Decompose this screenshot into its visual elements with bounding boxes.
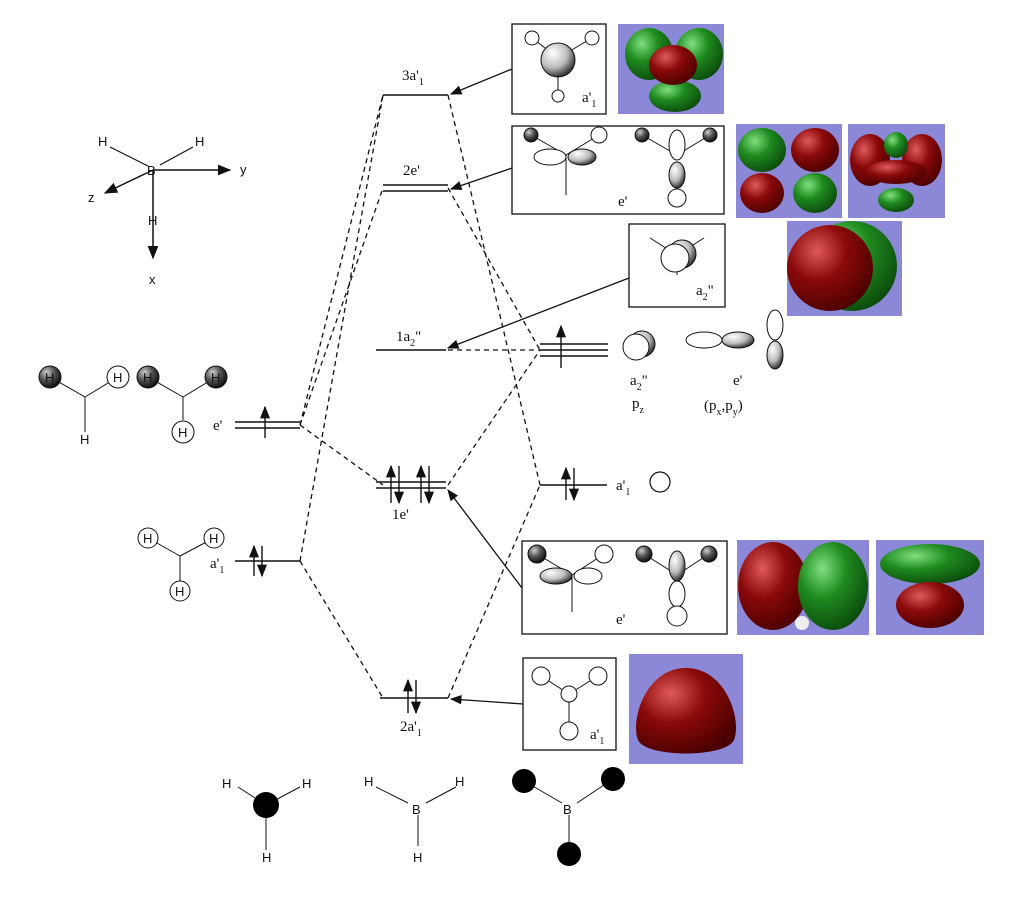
mo-level-2a1: 2a'1 xyxy=(380,678,448,739)
left-a1-label: a'1 xyxy=(210,556,224,576)
h-label: H xyxy=(143,531,152,546)
h-label: H xyxy=(80,432,89,447)
h-label: H xyxy=(211,370,220,385)
axis-boron-label: B xyxy=(147,163,156,178)
bh3-skeleton: B H H H xyxy=(364,774,464,865)
coordinate-axes: B H H H y z x xyxy=(88,134,247,287)
mo-1e-label: 1e' xyxy=(392,507,409,523)
mo-level-1a2: 1a2" xyxy=(376,329,446,351)
render-2a1 xyxy=(629,654,743,764)
mo-level-1e: 1e' xyxy=(376,464,446,523)
box-3a1-sketch: a'1 xyxy=(511,23,607,115)
box4-label: e' xyxy=(616,612,626,628)
box-1e-sketch: e' xyxy=(521,540,728,635)
render-3a1 xyxy=(618,24,724,114)
mo-level-3a1: 3a'1 xyxy=(383,68,448,96)
boron-2s-level: a'1 xyxy=(540,466,671,502)
bh3-filled-boron: H H H xyxy=(222,776,311,865)
px-orbital-icon xyxy=(685,331,755,349)
h-label: H xyxy=(113,370,122,385)
left-e-prime-label: e' xyxy=(213,418,223,434)
render-1e-b xyxy=(876,540,984,635)
h-label: H xyxy=(413,850,422,865)
h-label: H xyxy=(209,531,218,546)
h-label: H xyxy=(222,776,231,791)
s-orbital-icon xyxy=(649,471,671,493)
h-label: H xyxy=(143,370,152,385)
render-1e-a xyxy=(737,540,869,635)
mo-level-2e: 2e' xyxy=(383,163,448,192)
h3-e-prime-sketch-2: H H H xyxy=(136,365,228,444)
boron-2p-level xyxy=(540,324,608,368)
h-label: H xyxy=(262,850,271,865)
boron-2s-label: a'1 xyxy=(616,478,630,498)
b-label: B xyxy=(412,802,421,817)
b-label: B xyxy=(563,802,572,817)
box-2a1-sketch: a'1 xyxy=(522,657,617,751)
render-2e-a xyxy=(736,124,842,218)
pz-label: pz xyxy=(632,396,645,416)
axis-h1-label: H xyxy=(98,134,107,149)
correlation-lines xyxy=(299,94,541,699)
a2-symmetry-label: a2" xyxy=(630,373,648,393)
pz-orbital-icon xyxy=(622,330,656,361)
axis-h2-label: H xyxy=(195,134,204,149)
h-label: H xyxy=(175,584,184,599)
h3-a1-sketch: H H H xyxy=(137,527,225,602)
e-symmetry-label: e' xyxy=(733,373,743,389)
py-orbital-icon xyxy=(766,309,784,370)
pointer-arrows xyxy=(446,68,630,705)
h-label: H xyxy=(302,776,311,791)
box5-label: a'1 xyxy=(590,727,604,747)
axis-x-label: x xyxy=(149,272,156,287)
pxpy-label: (px,py) xyxy=(704,398,743,418)
h-label: H xyxy=(455,774,464,789)
mo-1a2-label: 1a2" xyxy=(396,329,421,349)
mo-2e-label: 2e' xyxy=(403,163,420,179)
box2-label: e' xyxy=(618,194,628,210)
box3-label: a2" xyxy=(696,283,714,303)
box-2e-sketch: e' xyxy=(511,125,725,215)
mo-2a1-label: 2a'1 xyxy=(400,719,422,739)
h3-e-prime-sketch-1: H H H xyxy=(38,365,130,447)
h-label: H xyxy=(178,425,187,440)
mo-3a1-label: 3a'1 xyxy=(402,68,424,88)
axis-z-label: z xyxy=(88,190,95,205)
axis-h3-label: H xyxy=(148,213,157,228)
left-e-prime-level: e' xyxy=(213,405,300,438)
h-label: H xyxy=(364,774,373,789)
left-a1-level: a'1 xyxy=(210,544,300,578)
render-2e-b xyxy=(848,124,945,218)
render-a2 xyxy=(787,221,902,316)
axis-y-label: y xyxy=(240,162,247,177)
bh3-filled-hydrogens: B xyxy=(512,767,625,866)
box-a2-sketch: a2" xyxy=(628,223,726,308)
box1-label: a'1 xyxy=(582,90,596,110)
h-label: H xyxy=(45,370,54,385)
